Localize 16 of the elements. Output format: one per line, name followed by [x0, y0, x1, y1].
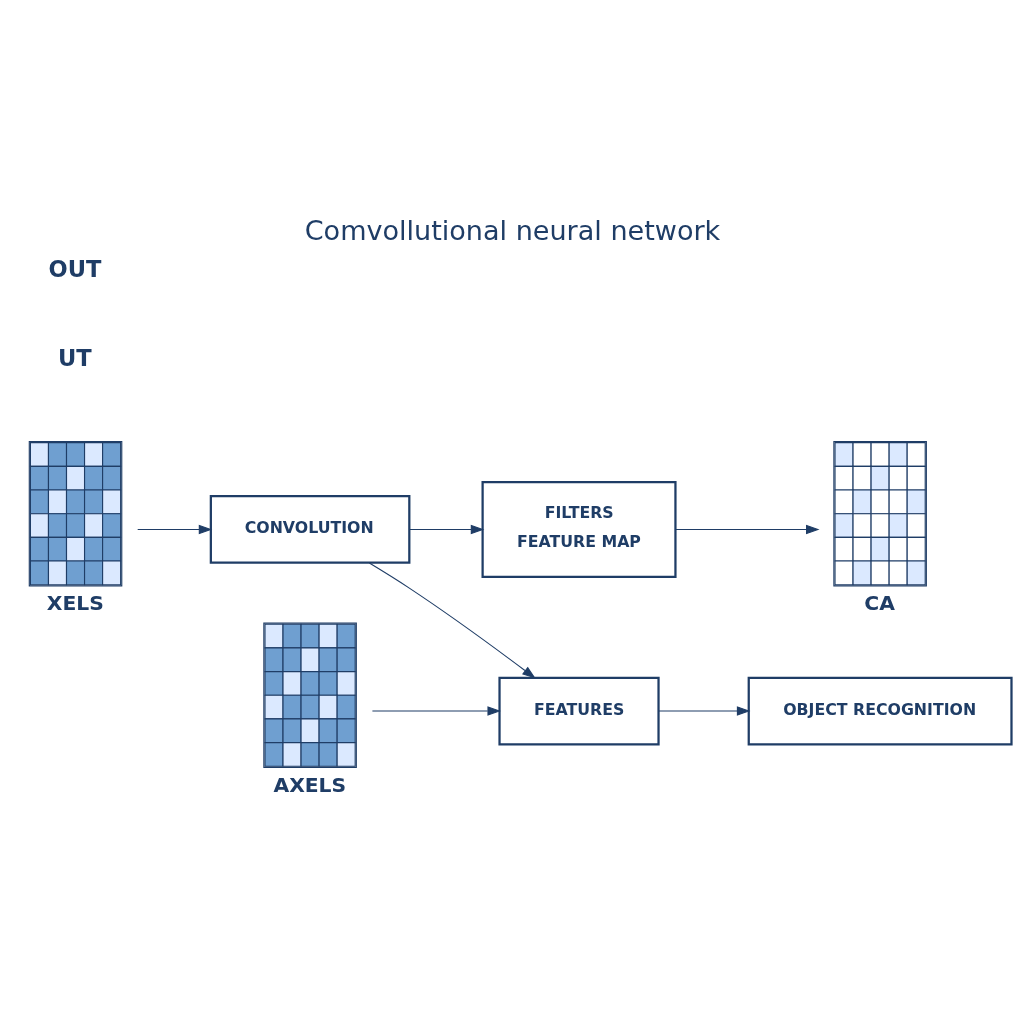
node-label: XELS	[46, 590, 104, 615]
node-box: OBJECT RECOGNITION	[747, 676, 1013, 746]
arrow	[136, 524, 212, 535]
arrow	[371, 706, 501, 716]
node-box: FILTERS FEATURE MAP	[481, 481, 677, 578]
arrow	[674, 524, 820, 535]
node-box: FEATURES	[497, 676, 660, 746]
arrow	[408, 524, 484, 535]
node-box: CONVOLUTION	[209, 495, 410, 564]
node-label: CA	[863, 590, 895, 615]
node-label: AXELS	[272, 772, 346, 797]
label: OUT	[47, 255, 101, 282]
label: UT	[57, 344, 92, 371]
arrow	[368, 562, 536, 679]
diagram-title: Comvollutional neural network	[304, 214, 720, 246]
arrow	[657, 706, 750, 716]
